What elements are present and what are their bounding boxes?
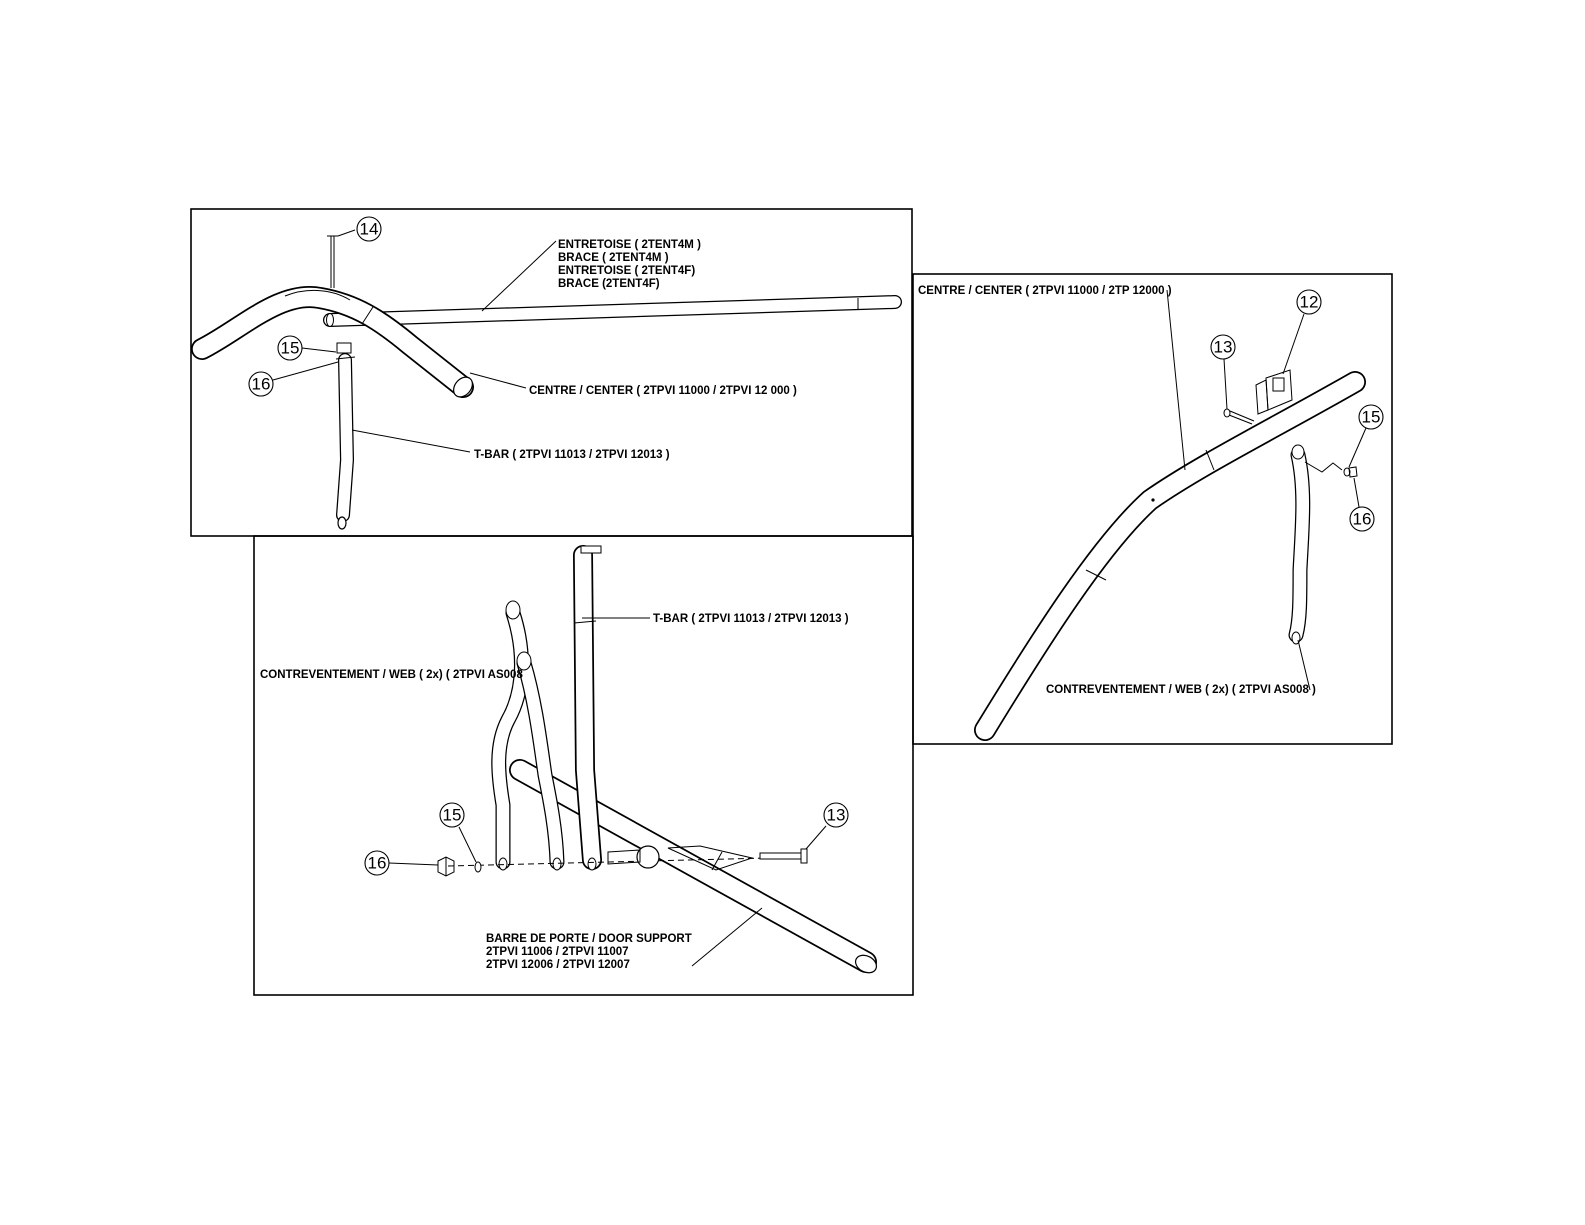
svg-text:15: 15 (443, 806, 462, 825)
svg-text:16: 16 (368, 854, 387, 873)
callout-13: 13 (1210, 334, 1236, 410)
panel-door-support-assembly: 15 16 13 T-BAR ( 2TPVI 11013 / 2TPVI 120… (253, 535, 914, 996)
web-strap-front (516, 651, 565, 871)
svg-text:BRACE ( 2TENT4M ): BRACE ( 2TENT4M ) (558, 252, 669, 264)
web-strap (1288, 444, 1343, 645)
web-label: CONTREVENTEMENT / WEB ( 2x) ( 2TPVI AS00… (1046, 639, 1316, 696)
svg-text:ENTRETOISE ( 2TENT4F): ENTRETOISE ( 2TENT4F) (558, 265, 695, 277)
svg-text:16: 16 (1353, 510, 1372, 529)
brace-label: ENTRETOISE ( 2TENT4M ) BRACE ( 2TENT4M )… (481, 239, 701, 312)
nut-16 (437, 856, 455, 877)
callout-14: 14 (337, 216, 382, 242)
door-support-label: BARRE DE PORTE / DOOR SUPPORT 2TPVI 1100… (486, 907, 763, 971)
svg-text:ENTRETOISE ( 2TENT4M ): ENTRETOISE ( 2TENT4M ) (558, 239, 701, 251)
pin-14 (327, 235, 338, 288)
callout-16: 16 (364, 850, 439, 876)
svg-text:CONTREVENTEMENT / WEB ( 2x) (: CONTREVENTEMENT / WEB ( 2x) ( 2TPVI AS00… (1046, 684, 1316, 696)
center-tube-long (974, 371, 1366, 741)
bolt-13 (759, 848, 808, 864)
callout-13: 13 (805, 802, 849, 850)
washer-nut (1343, 466, 1358, 478)
svg-text:CENTRE / CENTER ( 2TPVI 11000: CENTRE / CENTER ( 2TPVI 11000 / 2TP 1200… (918, 285, 1172, 297)
callout-15: 15 (277, 335, 337, 361)
svg-text:CENTRE / CENTER ( 2TPVI 11000: CENTRE / CENTER ( 2TPVI 11000 / 2TPVI 12… (529, 385, 797, 397)
pin-axis (447, 845, 771, 871)
panel-center-web-assembly: 12 13 15 16 CENTRE / CENTER ( 2TPVI 1100… (912, 273, 1393, 745)
svg-text:CONTREVENTEMENT / WEB ( 2x) (: CONTREVENTEMENT / WEB ( 2x) ( 2TPVI AS00… (260, 669, 523, 681)
svg-text:16: 16 (252, 375, 271, 394)
tbar-label: T-BAR ( 2TPVI 11013 / 2TPVI 12013 ) (582, 613, 849, 625)
svg-text:15: 15 (1362, 408, 1381, 427)
panel-brace-center-assembly: 14 15 16 ENTRETOISE ( 2TENT4M ) BRACE ( … (190, 208, 913, 537)
callout-16: 16 (248, 361, 339, 397)
svg-text:14: 14 (360, 220, 379, 239)
svg-text:13: 13 (827, 806, 846, 825)
svg-text:12: 12 (1300, 293, 1319, 312)
t-bar-vertical (573, 545, 602, 871)
svg-text:15: 15 (281, 339, 300, 358)
svg-text:T-BAR ( 2TPVI 11013 / 2TPVI 1: T-BAR ( 2TPVI 11013 / 2TPVI 12013 ) (474, 449, 670, 461)
svg-text:13: 13 (1214, 338, 1233, 357)
center-label: CENTRE / CENTER ( 2TPVI 11000 / 2TP 1200… (918, 285, 1186, 471)
svg-text:BARRE DE PORTE / DOOR SUPPORT: BARRE DE PORTE / DOOR SUPPORT (486, 933, 692, 945)
callout-16: 16 (1349, 477, 1375, 532)
bolt-13 (1223, 408, 1255, 425)
svg-text:BRACE (2TENT4F): BRACE (2TENT4F) (558, 278, 660, 290)
clip-12 (1255, 369, 1293, 415)
center-label: CENTRE / CENTER ( 2TPVI 11000 / 2TPVI 12… (469, 372, 797, 397)
callout-12: 12 (1282, 289, 1322, 375)
web-strap-back (491, 600, 529, 871)
tbar-label: T-BAR ( 2TPVI 11013 / 2TPVI 12013 ) (351, 429, 670, 461)
brace-bar (323, 295, 902, 327)
washer-15 (474, 861, 482, 873)
callout-15: 15 (1348, 404, 1384, 468)
svg-text:2TPVI 11006 / 2TPVI 11007: 2TPVI 11006 / 2TPVI 11007 (486, 946, 629, 958)
web-label: CONTREVENTEMENT / WEB ( 2x) ( 2TPVI AS00… (260, 669, 523, 681)
center-tube-curved (191, 285, 474, 398)
t-bar-part (335, 342, 356, 530)
svg-text:2TPVI 12006 / 2TPVI 12007: 2TPVI 12006 / 2TPVI 12007 (486, 959, 630, 971)
callout-15: 15 (439, 802, 477, 863)
svg-text:T-BAR ( 2TPVI 11013 / 2TPVI 1: T-BAR ( 2TPVI 11013 / 2TPVI 12013 ) (653, 613, 849, 625)
